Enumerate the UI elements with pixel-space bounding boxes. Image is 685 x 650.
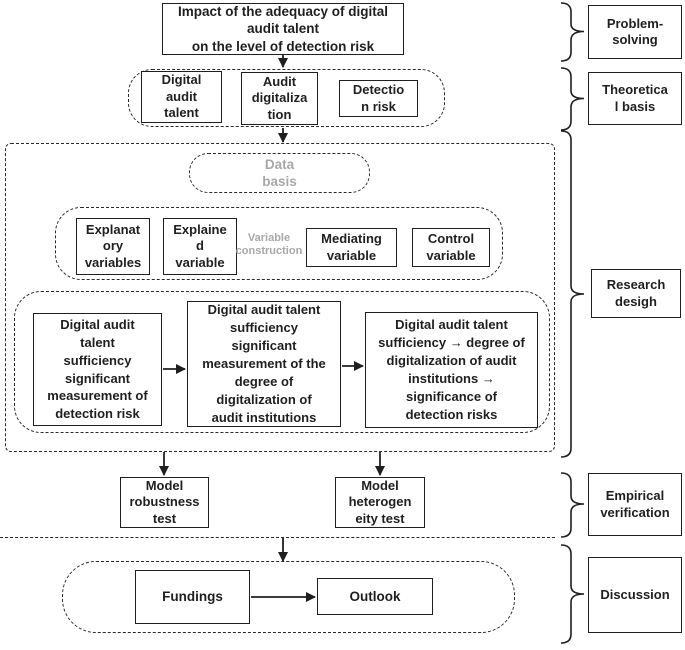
stage-label-empirical-verification: Empirical verification bbox=[588, 473, 682, 536]
stage-label-discussion: Discussion bbox=[588, 557, 682, 633]
fundings-box: Fundings bbox=[135, 570, 250, 624]
digital-audit-talent-box: Digital audit talent bbox=[141, 71, 222, 123]
model-path-container bbox=[14, 291, 550, 433]
explained-variable-box: Explaine d variable bbox=[163, 218, 237, 275]
detection-risk-box: Detectio n risk bbox=[339, 80, 418, 117]
brace-research-design bbox=[560, 130, 585, 458]
model-digitalization-box: Digital audit talent sufficiency signifi… bbox=[187, 301, 341, 427]
model-mediation-box: Digital audit talent sufficiency → degre… bbox=[365, 312, 538, 428]
model-heterogeneity-test-box: Model heterogen eity test bbox=[335, 477, 425, 528]
brace-problem-solving bbox=[560, 2, 585, 62]
variable-construction-container bbox=[55, 207, 503, 280]
control-variable-box: Control variable bbox=[412, 228, 490, 267]
brace-empirical-verification bbox=[560, 472, 585, 538]
section-separator-line bbox=[0, 537, 555, 538]
theoretical-basis-container bbox=[128, 69, 445, 127]
impact-title-box: Impact of the adequacy of digital audit … bbox=[162, 3, 404, 55]
model-detection-risk-box: Digital audit talent sufficiency signifi… bbox=[33, 313, 162, 426]
model-robustness-test-box: Model robustness test bbox=[120, 477, 209, 528]
explanatory-variables-box: Explanat ory variables bbox=[76, 218, 150, 275]
stage-label-problem-solving: Problem- solving bbox=[588, 5, 682, 59]
outlook-box: Outlook bbox=[317, 578, 433, 615]
discussion-container bbox=[62, 561, 515, 633]
stage-label-theoretical-basis: Theoretica l basis bbox=[588, 72, 682, 125]
mediating-variable-box: Mediating variable bbox=[306, 228, 397, 267]
brace-theoretical-basis bbox=[560, 67, 585, 131]
data-basis-box: Data basis bbox=[189, 153, 370, 193]
stage-label-research-design: Research desigh bbox=[591, 269, 681, 318]
audit-digitalization-box: Audit digitaliza tion bbox=[241, 72, 318, 125]
research-design-container bbox=[5, 143, 555, 452]
brace-discussion bbox=[560, 544, 585, 644]
variable-construction-label: Variable construction bbox=[235, 231, 303, 257]
